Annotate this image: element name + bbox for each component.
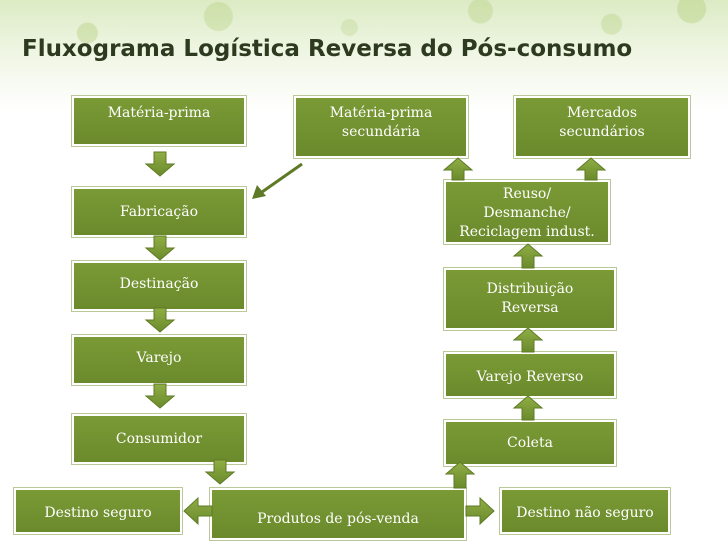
node-label: Coleta [507, 435, 553, 451]
arrow-up-icon [512, 243, 544, 269]
node-varejo: Varejo [72, 335, 246, 385]
node-label-line: Reversa [501, 300, 559, 316]
arrow-down-icon [204, 459, 236, 485]
arrow-up-icon [512, 395, 544, 421]
arrow-up-icon [512, 327, 544, 353]
node-destino-seguro: Destino seguro [14, 488, 182, 534]
node-label: Destinação [119, 276, 199, 292]
arrow-right-icon [465, 496, 495, 526]
node-label: Varejo [136, 350, 182, 366]
node-label-line: secundária [341, 124, 421, 140]
arrow-diagonal-icon [252, 162, 303, 199]
node-label-line: Distribuição [486, 281, 574, 297]
page-title: Fluxograma Logística Reversa do Pós-cons… [22, 36, 633, 62]
node-consumidor: Consumidor [72, 414, 246, 464]
arrow-up-icon [575, 157, 607, 181]
node-destino-nao-seguro: Destino não seguro [500, 488, 670, 534]
node-label: Destino seguro [44, 505, 152, 521]
node-distribuicao-reversa: Distribuição Reversa [444, 268, 616, 330]
node-produtos-pos-venda: Produtos de pós-venda [210, 488, 466, 540]
node-label: Produtos de pós-venda [257, 511, 419, 527]
arrow-left-icon [183, 496, 213, 526]
node-label: Varejo Reverso [476, 369, 584, 385]
node-label-line: Reuso/ [502, 186, 552, 202]
arrow-down-icon [144, 151, 176, 177]
node-label-line: Mercados [566, 105, 638, 121]
node-label-line: secundários [559, 124, 645, 140]
node-mercados-secundarios: Mercados secundários [514, 96, 690, 158]
arrow-down-icon [144, 235, 176, 261]
node-materia-prima: Matéria-prima [72, 96, 246, 146]
arrow-down-icon [144, 307, 176, 333]
node-label: Consumidor [115, 431, 203, 447]
header-background [0, 0, 728, 110]
node-label-line: Matéria-prima [329, 105, 433, 121]
node-reuso-desmanche-reciclagem: Reuso/ Desmanche/ Reciclagem indust. [444, 180, 610, 244]
node-label: Destino não seguro [516, 505, 654, 521]
node-coleta: Coleta [444, 420, 616, 466]
arrow-up-icon [442, 157, 474, 181]
node-label: Matéria-prima [107, 105, 211, 121]
node-label-line: Desmanche/ [483, 205, 571, 221]
arrow-down-icon [144, 383, 176, 409]
node-label-line: Reciclagem indust. [459, 224, 595, 240]
arrow-up-icon [444, 461, 476, 489]
node-materia-prima-secundaria: Matéria-prima secundária [294, 96, 468, 158]
node-label: Fabricação [119, 204, 199, 220]
node-varejo-reverso: Varejo Reverso [444, 352, 616, 398]
node-fabricacao: Fabricação [72, 187, 246, 237]
